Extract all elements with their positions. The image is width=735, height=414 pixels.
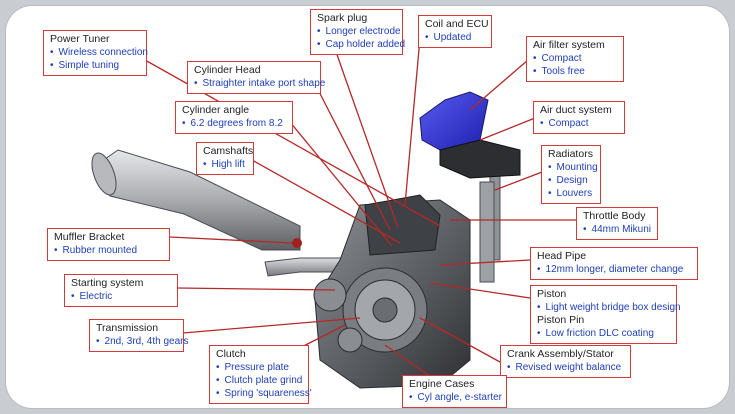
callout-title: Spark plug xyxy=(317,12,368,24)
callout-title: Radiators xyxy=(548,148,593,160)
callout-item: Longer electrode xyxy=(317,25,401,38)
callout-title: Throttle Body xyxy=(583,210,646,222)
callout-item: Spring 'squareness' xyxy=(216,387,312,400)
clutch-callout: Clutch Pressure plate Clutch plate grind… xyxy=(209,345,312,404)
callout-item: Low friction DLC coating xyxy=(537,327,670,340)
callout-item: Compact xyxy=(533,52,617,65)
callout-title: Power Tuner xyxy=(50,33,110,45)
engine-cases-callout: Engine Cases Cyl angle, e-starter xyxy=(402,375,507,408)
callout-title: Clutch xyxy=(216,348,246,360)
camshafts-callout: Camshafts High lift xyxy=(196,142,254,175)
engine-block xyxy=(313,194,471,389)
callout-item: Rubber mounted xyxy=(54,244,163,257)
callout-title: Cylinder angle xyxy=(182,104,250,116)
air-duct-callout: Air duct system Compact xyxy=(533,101,625,134)
callout-title: Head Pipe xyxy=(537,250,587,262)
callout-title: Piston xyxy=(537,288,567,300)
callout-item: Straighter intake port shape xyxy=(194,77,326,90)
callout-title: Air filter system xyxy=(533,39,605,51)
coil-ecu-callout: Coil and ECU Updated xyxy=(418,15,492,48)
muffler xyxy=(91,149,302,251)
callout-item: Design xyxy=(548,174,594,187)
callout-item: Compact xyxy=(540,117,618,130)
callout-item: Simple tuning xyxy=(50,59,140,72)
head-pipe-callout: Head Pipe 12mm longer, diameter change xyxy=(530,247,698,280)
crank-assembly-callout: Crank Assembly/Stator Revised weight bal… xyxy=(500,345,631,378)
callout-title: Camshafts xyxy=(203,145,254,157)
callout-title: Muffler Bracket xyxy=(54,231,125,243)
throttle-body-callout: Throttle Body 44mm Mikuni xyxy=(576,207,658,240)
transmission-callout: Transmission 2nd, 3rd, 4th gears xyxy=(89,319,189,352)
callout-subtitle: Piston Pin xyxy=(537,314,585,326)
callout-item: Pressure plate xyxy=(216,361,302,374)
callout-item: High lift xyxy=(203,158,247,171)
power-tuner-callout: Power Tuner Wireless connection Simple t… xyxy=(43,30,148,76)
callout-title: Air duct system xyxy=(540,104,612,116)
callout-item: 12mm longer, diameter change xyxy=(537,263,691,276)
spark-plug-callout: Spark plug Longer electrode Cap holder a… xyxy=(310,9,406,55)
air-filter-box xyxy=(419,91,521,179)
piston-callout: Piston Light weight bridge box design Pi… xyxy=(530,285,681,344)
callout-item: Louvers xyxy=(548,187,594,200)
muffler-bracket-callout: Muffler Bracket Rubber mounted xyxy=(47,228,170,261)
callout-item: Cap holder added xyxy=(317,38,406,51)
callout-title: Crank Assembly/Stator xyxy=(507,348,614,360)
callout-item: 44mm Mikuni xyxy=(583,223,651,236)
callout-item: Cyl angle, e-starter xyxy=(409,391,502,404)
air-filter-callout: Air filter system Compact Tools free xyxy=(526,36,624,82)
callout-title: Transmission xyxy=(96,322,159,334)
radiators-callout: Radiators Mounting Design Louvers xyxy=(541,145,601,204)
callout-title: Starting system xyxy=(71,277,144,289)
cylinder-angle-callout: Cylinder angle 6.2 degrees from 8.2 xyxy=(175,101,293,134)
callout-item: 2nd, 3rd, 4th gears xyxy=(96,335,189,348)
callout-title: Cylinder Head xyxy=(194,64,261,76)
callout-item: 6.2 degrees from 8.2 xyxy=(182,117,286,130)
callout-title: Engine Cases xyxy=(409,378,475,390)
cylinder-head-callout: Cylinder Head Straighter intake port sha… xyxy=(187,61,326,94)
starting-system-callout: Starting system Electric xyxy=(64,274,178,307)
callout-item: Clutch plate grind xyxy=(216,374,303,387)
callout-item: Electric xyxy=(71,290,171,303)
callout-title: Coil and ECU xyxy=(425,18,489,30)
callout-item: Updated xyxy=(425,31,485,44)
callout-item: Mounting xyxy=(548,161,598,174)
callout-item: Tools free xyxy=(533,65,617,78)
callout-item: Revised weight balance xyxy=(507,361,624,374)
callout-item: Wireless connection xyxy=(50,46,148,59)
callout-item: Light weight bridge box design xyxy=(537,301,681,314)
